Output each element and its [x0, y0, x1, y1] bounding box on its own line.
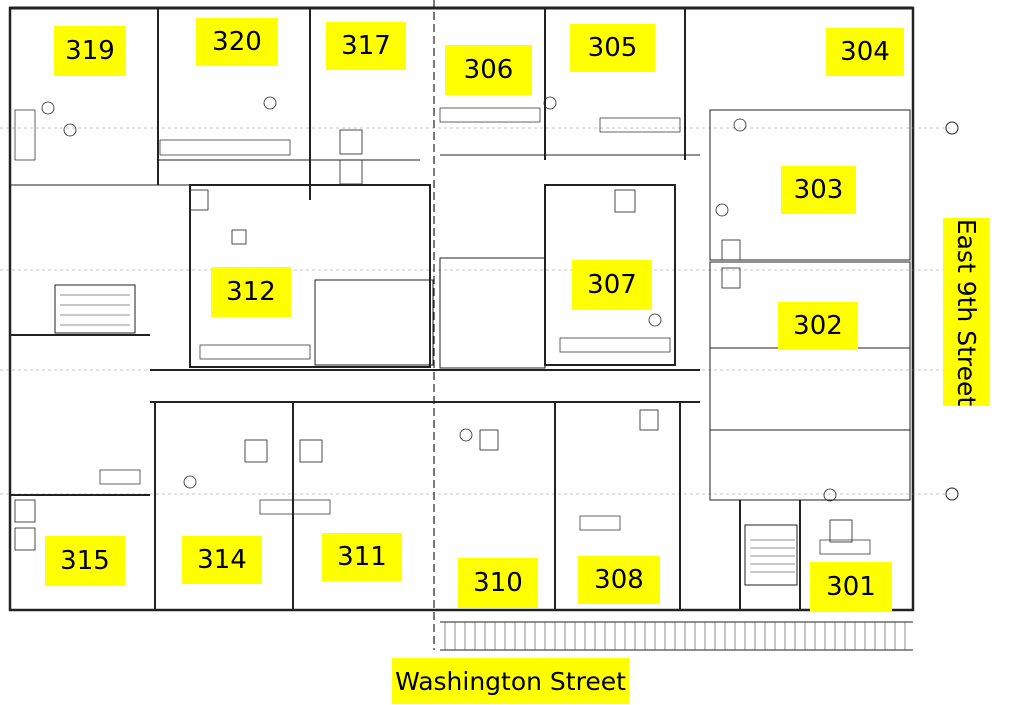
unit-label-315[interactable]: 315 — [45, 536, 125, 586]
unit-label-308[interactable]: 308 — [578, 556, 660, 604]
unit-label-306[interactable]: 306 — [445, 45, 532, 95]
unit-label-312[interactable]: 312 — [211, 267, 291, 317]
unit-label-301[interactable]: 301 — [810, 562, 892, 612]
unit-label-307[interactable]: 307 — [572, 260, 652, 310]
unit-label-317[interactable]: 317 — [326, 22, 406, 70]
east-9th-street-label: East 9th Street — [943, 218, 990, 406]
unit-label-310[interactable]: 310 — [458, 558, 538, 608]
washington-street-label: Washington Street — [392, 658, 629, 704]
unit-label-320[interactable]: 320 — [196, 18, 278, 66]
unit-label-303[interactable]: 303 — [781, 166, 856, 214]
unit-label-319[interactable]: 319 — [54, 26, 126, 76]
east-9th-street-text: East 9th Street — [952, 218, 982, 406]
unit-label-314[interactable]: 314 — [182, 536, 262, 584]
unit-label-302[interactable]: 302 — [778, 302, 858, 350]
unit-label-304[interactable]: 304 — [826, 28, 904, 76]
unit-label-311[interactable]: 311 — [322, 533, 402, 581]
unit-label-305[interactable]: 305 — [570, 24, 655, 72]
